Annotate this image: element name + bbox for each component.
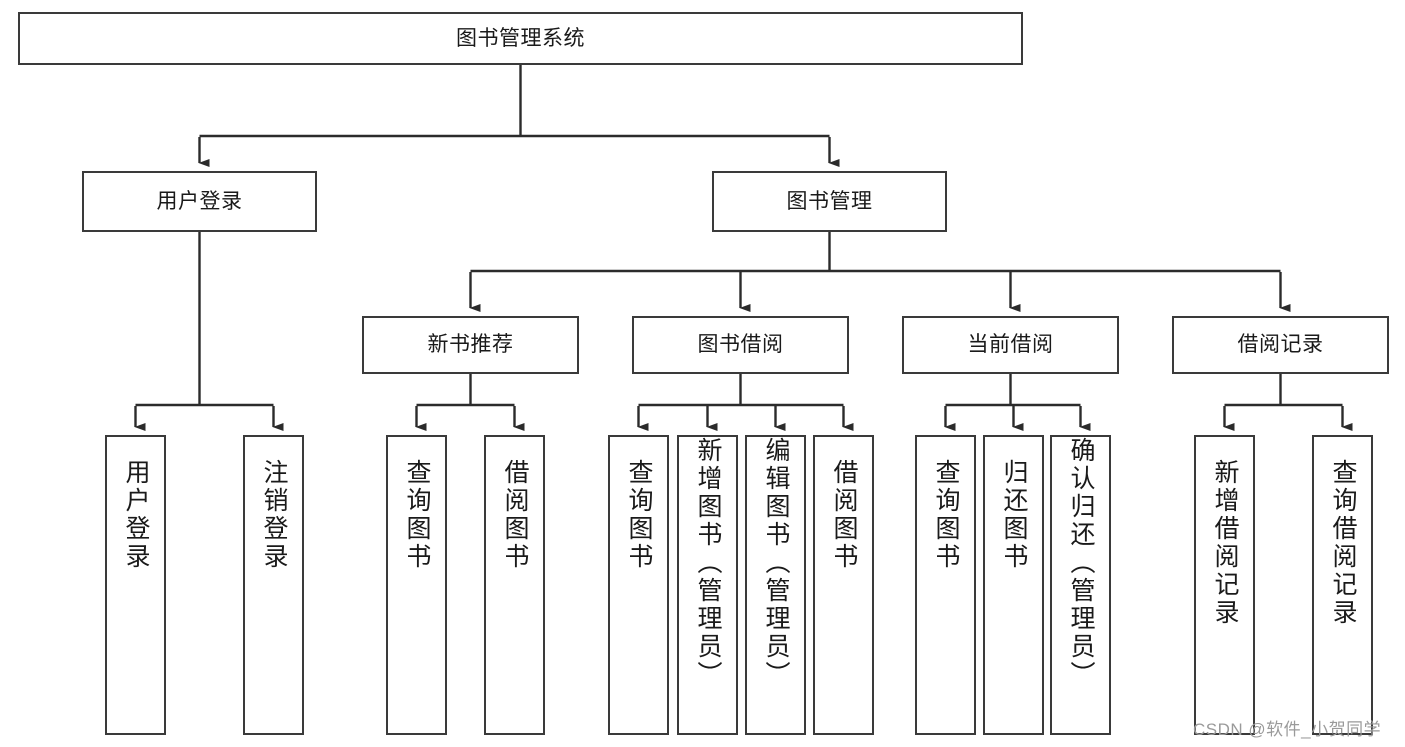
leaf-add-book-admin[interactable]: 新增图书（管理员） (677, 435, 738, 735)
leaf-query-book-recommend[interactable]: 查询图书 (386, 435, 447, 735)
leaf-borrow-book-recommend-label: 借阅图书 (501, 459, 529, 571)
leaf-user-login-label: 用户登录 (122, 459, 150, 571)
leaf-logout[interactable]: 注销登录 (243, 435, 304, 735)
node-borrow-record[interactable]: 借阅记录 (1172, 316, 1389, 374)
leaf-borrow-book-label: 借阅图书 (830, 459, 858, 571)
leaf-query-book-borrow-label: 查询图书 (625, 459, 653, 571)
node-new-book-recommend-label: 新书推荐 (427, 333, 514, 357)
leaf-query-book-borrow[interactable]: 查询图书 (608, 435, 669, 735)
leaf-edit-book-admin[interactable]: 编辑图书（管理员） (745, 435, 806, 735)
leaf-user-login[interactable]: 用户登录 (105, 435, 166, 735)
node-new-book-recommend[interactable]: 新书推荐 (362, 316, 579, 374)
leaf-add-borrow-record[interactable]: 新增借阅记录 (1194, 435, 1255, 735)
node-borrow-record-label: 借阅记录 (1237, 333, 1324, 357)
leaf-return-book[interactable]: 归还图书 (983, 435, 1044, 735)
watermark: CSDN @软件_小贺同学 (1193, 720, 1382, 739)
node-book-borrow-label: 图书借阅 (697, 333, 784, 357)
leaf-query-book-current[interactable]: 查询图书 (915, 435, 976, 735)
leaf-add-book-admin-label: 新增图书（管理员） (694, 437, 722, 689)
node-current-borrow[interactable]: 当前借阅 (902, 316, 1119, 374)
leaf-return-book-label: 归还图书 (1000, 459, 1028, 571)
leaf-borrow-book-recommend[interactable]: 借阅图书 (484, 435, 545, 735)
node-user-login-label: 用户登录 (156, 189, 243, 213)
leaf-query-borrow-record-label: 查询借阅记录 (1329, 459, 1357, 627)
node-root-label: 图书管理系统 (456, 26, 585, 50)
leaf-add-borrow-record-label: 新增借阅记录 (1211, 459, 1239, 627)
node-current-borrow-label: 当前借阅 (967, 333, 1054, 357)
leaf-edit-book-admin-label: 编辑图书（管理员） (762, 437, 790, 689)
leaf-logout-label: 注销登录 (260, 459, 288, 571)
leaf-query-book-current-label: 查询图书 (932, 459, 960, 571)
leaf-confirm-return-admin-label: 确认归还（管理员） (1067, 437, 1095, 689)
leaf-confirm-return-admin[interactable]: 确认归还（管理员） (1050, 435, 1111, 735)
leaf-query-book-recommend-label: 查询图书 (403, 459, 431, 571)
leaf-query-borrow-record[interactable]: 查询借阅记录 (1312, 435, 1373, 735)
node-user-login[interactable]: 用户登录 (82, 171, 317, 232)
node-book-borrow[interactable]: 图书借阅 (632, 316, 849, 374)
node-root[interactable]: 图书管理系统 (18, 12, 1023, 65)
leaf-borrow-book[interactable]: 借阅图书 (813, 435, 874, 735)
node-book-management-label: 图书管理 (786, 189, 873, 213)
node-book-management[interactable]: 图书管理 (712, 171, 947, 232)
